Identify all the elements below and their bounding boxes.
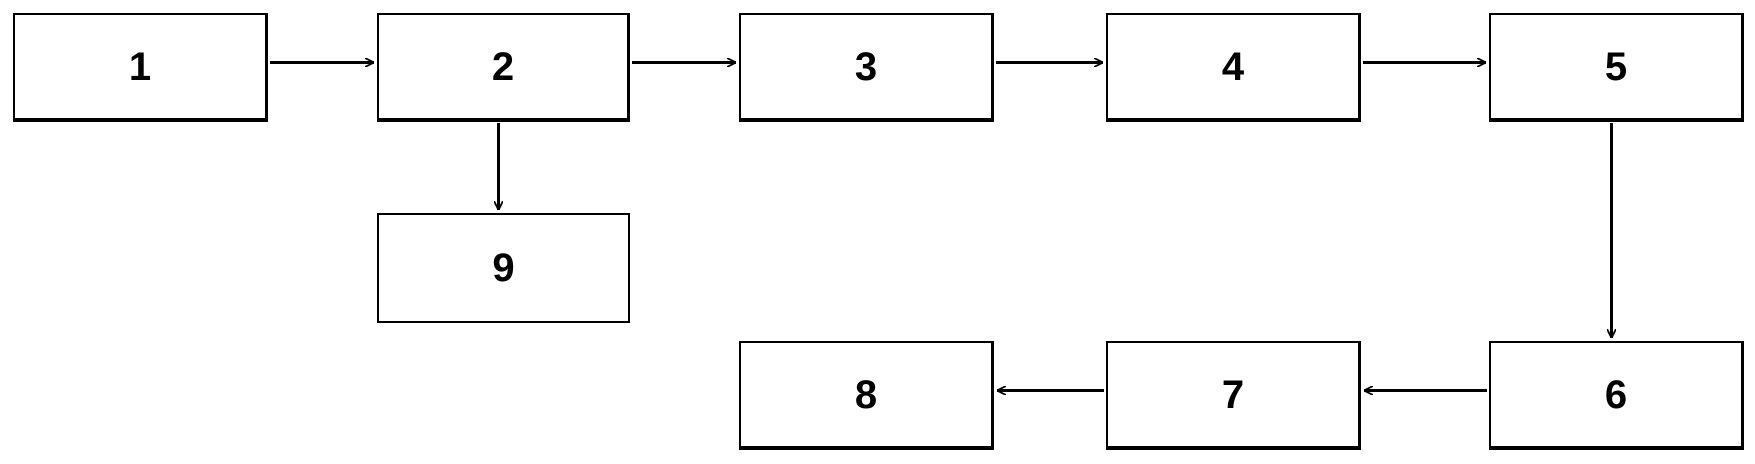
node-5: 5 <box>1489 13 1744 122</box>
node-6: 6 <box>1489 341 1744 450</box>
node-9: 9 <box>377 213 630 323</box>
node-7: 7 <box>1106 341 1361 450</box>
node-3-label: 3 <box>854 44 878 89</box>
node-4: 4 <box>1106 13 1361 122</box>
node-2-label: 2 <box>491 44 515 89</box>
node-8: 8 <box>739 341 994 450</box>
node-5-label: 5 <box>1604 44 1628 89</box>
node-1-label: 1 <box>128 44 152 89</box>
node-9-label: 9 <box>492 246 515 290</box>
node-4-label: 4 <box>1221 44 1245 89</box>
node-3: 3 <box>739 13 994 122</box>
node-6-label: 6 <box>1604 372 1628 417</box>
node-7-label: 7 <box>1221 372 1245 417</box>
node-8-label: 8 <box>854 372 878 417</box>
node-2: 2 <box>377 13 630 122</box>
node-1: 1 <box>13 13 268 122</box>
